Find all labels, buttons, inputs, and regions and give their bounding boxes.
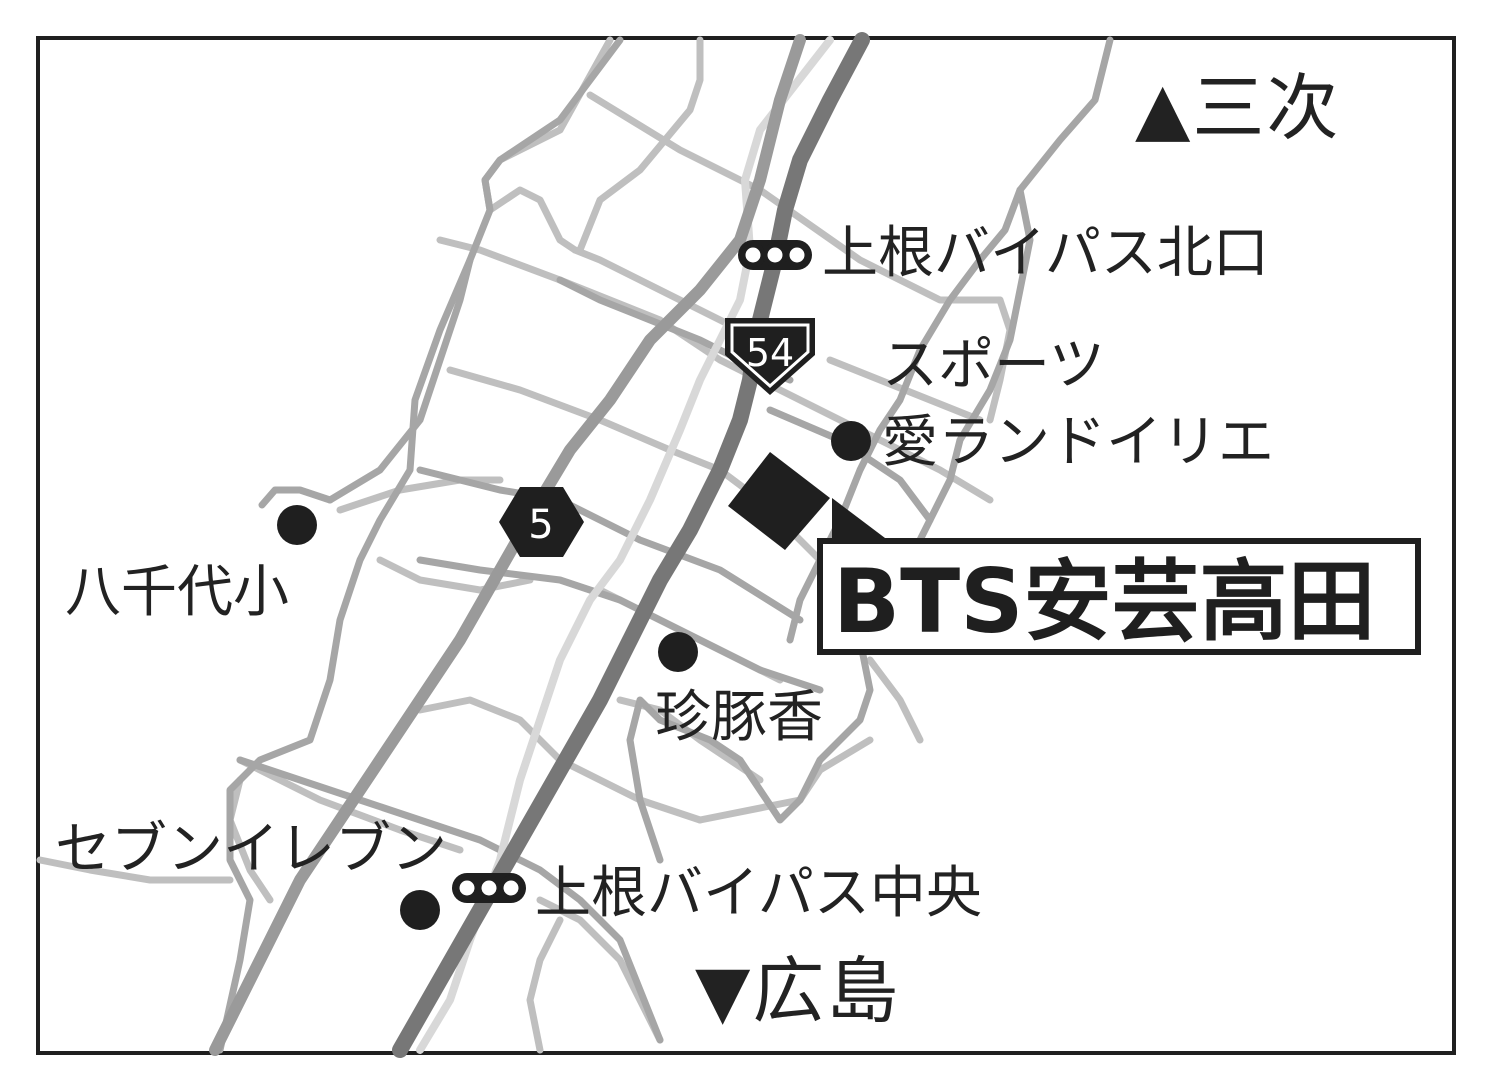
landmark-label-chintonka: 珍豚香: [655, 685, 823, 750]
signal-label-kamine-bypass-north: 上根バイパス北口: [822, 221, 1269, 286]
route-5-number: 5: [528, 502, 553, 548]
landmark-dot-yachiyo-school[interactable]: [277, 505, 317, 545]
landmark-dot-seven-eleven[interactable]: [400, 890, 440, 930]
direction-north-label: ▲三次: [1135, 66, 1341, 150]
route-54-number: 54: [746, 331, 794, 375]
route-5-hexagon: 5: [499, 487, 584, 557]
direction-south-label: ▼広島: [695, 949, 901, 1033]
signal-label-kamine-bypass-center: 上根バイパス中央: [535, 861, 982, 926]
landmark-label-seven-eleven: セブンイレブン: [55, 817, 447, 882]
traffic-signal-icon[interactable]: [738, 240, 812, 270]
landmark-dot-sports-ai-land[interactable]: [831, 421, 871, 461]
route-54-shield: 54: [725, 318, 815, 395]
national-route-54-road: [392, 32, 870, 1058]
traffic-signal-icon[interactable]: [452, 873, 526, 903]
destination-box[interactable]: BTS安芸高田: [817, 538, 1421, 655]
destination-pointer: [832, 498, 885, 538]
destination-name: BTS安芸高田: [833, 550, 1376, 653]
landmark-label-ai-land-irie: 愛ランドイリエ: [882, 410, 1274, 475]
destination-marker[interactable]: [728, 452, 830, 550]
landmark-dot-chintonka[interactable]: [658, 632, 698, 672]
landmark-label-sports: スポーツ: [882, 333, 1105, 398]
landmark-label-yachiyo-school: 八千代小: [65, 560, 289, 625]
